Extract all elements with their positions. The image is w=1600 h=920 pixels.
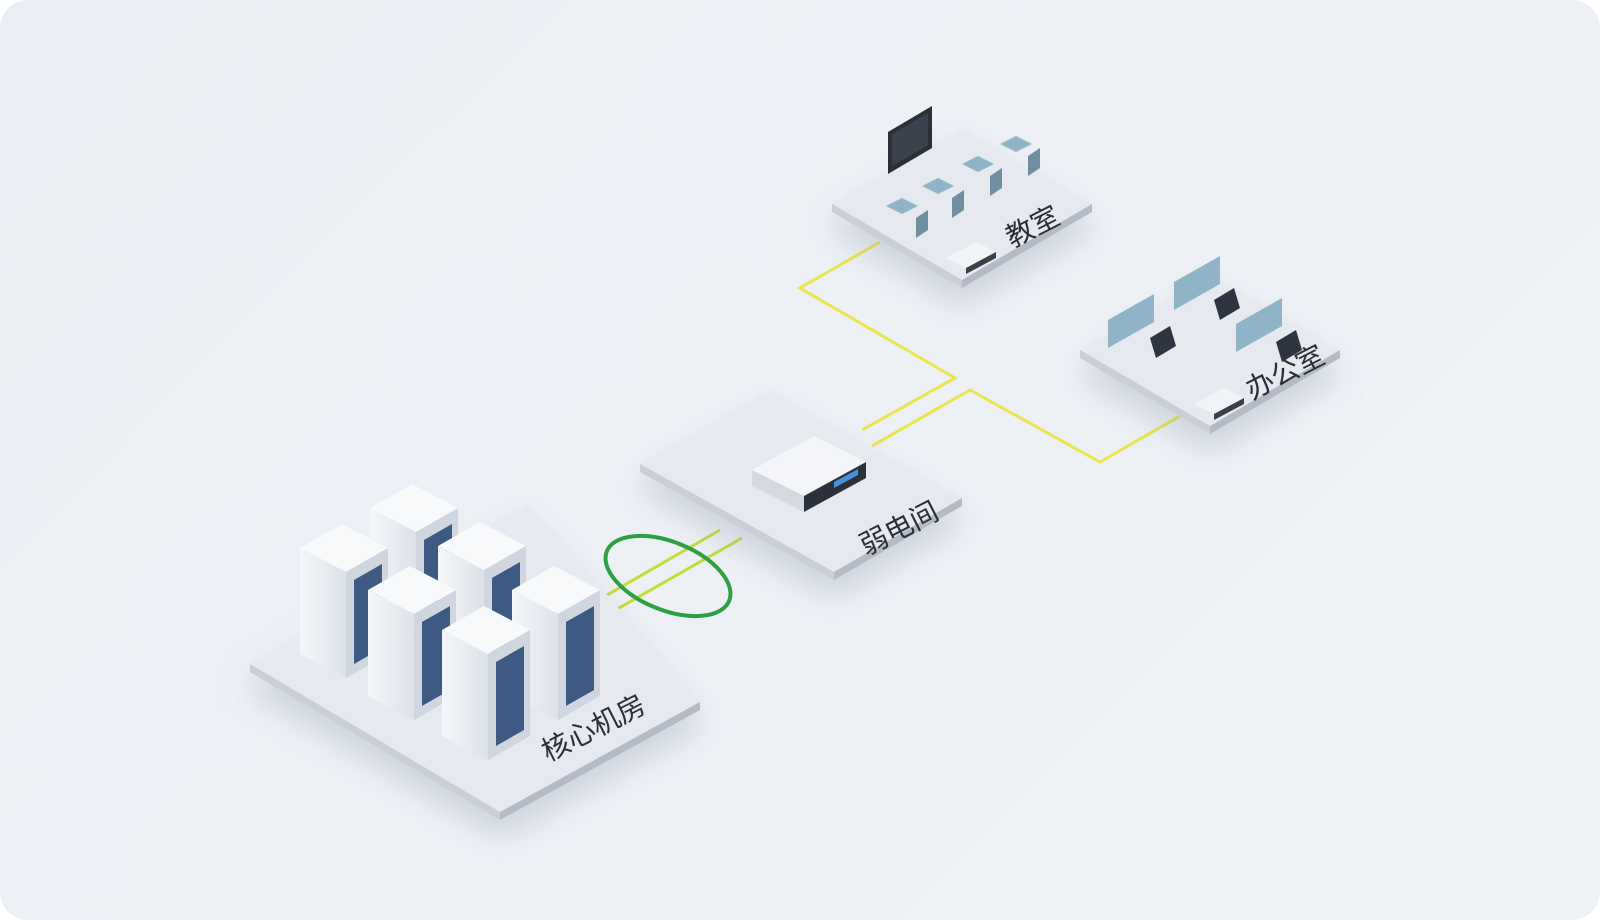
link-core-to-weak-2 [611, 536, 743, 614]
desk-chair-icon [886, 198, 928, 238]
link-weak-to-classroom [797, 240, 959, 432]
blackboard-icon [888, 106, 932, 174]
classroom-desks [886, 136, 1040, 238]
network-switch-icon [752, 436, 866, 512]
server-racks [300, 484, 600, 760]
network-switch-icon [1194, 388, 1244, 420]
link-aggregation-ring [603, 533, 733, 619]
network-switch-icon [946, 242, 996, 274]
link-weak-to-office [871, 388, 1181, 464]
server-rack-icon [442, 606, 530, 760]
links [601, 240, 1181, 619]
desk-chair-icon [922, 178, 964, 218]
desk-chair-icon [962, 156, 1002, 196]
workstation-icon [1108, 294, 1176, 358]
office-workstations [1108, 256, 1302, 362]
workstation-icon [1174, 256, 1240, 320]
workstation-icon [1236, 298, 1302, 362]
desk-chair-icon [1000, 136, 1040, 176]
